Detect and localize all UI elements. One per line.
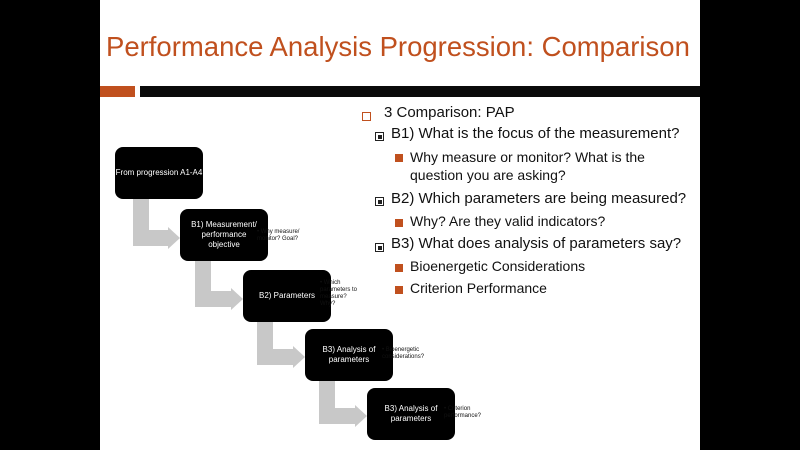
flow-arrows	[133, 199, 367, 427]
flow-step-label: From progression A1-A4	[115, 168, 203, 177]
title-accent-bar	[100, 86, 135, 97]
bullet-square-icon	[375, 243, 384, 252]
flow-note-b3-analysis: • Bioenergetic considerations?	[382, 347, 425, 360]
flow-step-b3-analysis: B3) Analysis of parameters	[305, 329, 393, 381]
bullet-item: B2) Which parameters are being measured?	[391, 190, 687, 207]
flow-arrow-4	[319, 381, 367, 427]
bullet-item: B3) What does analysis of parameters say…	[391, 235, 682, 252]
bullet-item: Criterion Performance	[410, 280, 547, 296]
flow-step-b2: B2) Parameters	[243, 270, 331, 322]
bullet-square-icon	[375, 197, 384, 206]
flow-arrow-2	[195, 261, 243, 310]
flow-step-label: B1) Measurement/ performance objective	[191, 220, 257, 249]
bullet-item: question you are asking?	[410, 167, 566, 183]
flow-step-b3-criterion: B3) Analysis of parameters	[367, 388, 455, 440]
bullet-square-icon	[395, 154, 403, 162]
bullet-item: 3 Comparison: PAP	[384, 104, 515, 121]
slide-title: Performance Analysis Progression: Compar…	[106, 31, 690, 62]
bullet-square-icon	[395, 219, 403, 227]
bullet-item: B1) What is the focus of the measurement…	[391, 125, 680, 142]
flow-step-label: B2) Parameters	[258, 291, 316, 300]
flow-step-label: B3) Analysis of parameters	[322, 345, 376, 364]
bullet-item: Bioenergetic Considerations	[410, 258, 586, 274]
flow-note-b1: • Why measure/ monitor? Goal?	[257, 229, 300, 242]
bullet-square-icon	[395, 264, 403, 272]
bullet-item: Why measure or monitor? What is the	[410, 149, 645, 165]
bullet-square-icon	[375, 132, 384, 141]
flow-step-label: B3) Analysis of parameters	[384, 404, 438, 423]
title-divider-bar	[140, 86, 700, 97]
slide: Performance Analysis Progression: Compar…	[100, 0, 700, 450]
flow-note-b2: • Which parameters to measure? Why?	[320, 280, 358, 307]
flow-arrow-1	[133, 199, 180, 249]
bullet-item: Why? Are they valid indicators?	[410, 213, 606, 229]
flow-step-b1: B1) Measurement/ performance objective	[180, 209, 268, 261]
bullet-square-icon	[362, 112, 371, 121]
flow-arrow-3	[257, 322, 305, 368]
flow-step-start: From progression A1-A4	[115, 147, 203, 199]
flow-note-b3-criterion: • Criterion performance?	[444, 406, 482, 419]
bullet-square-icon	[395, 286, 403, 294]
